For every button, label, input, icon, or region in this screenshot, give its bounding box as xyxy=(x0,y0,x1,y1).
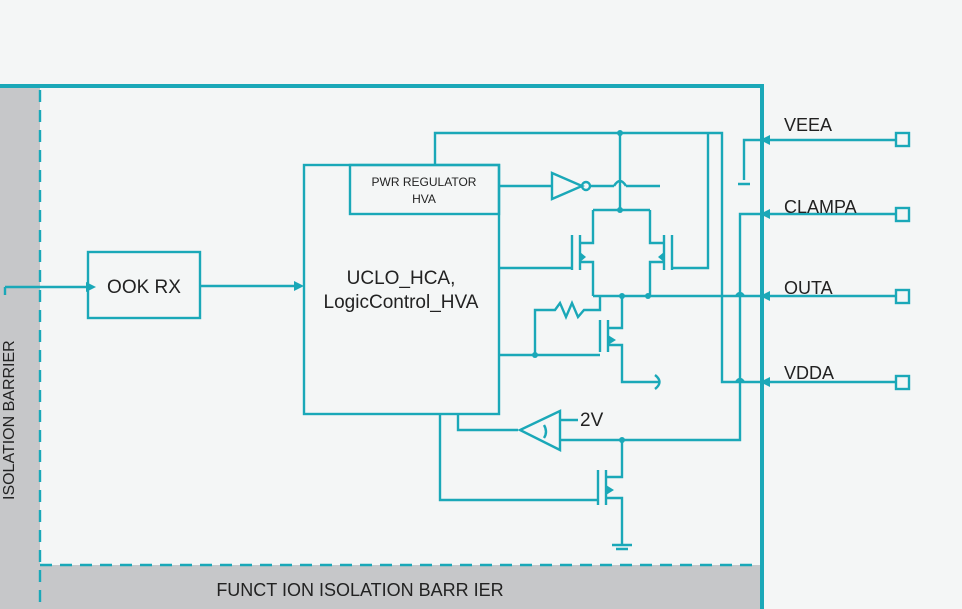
left-isolation-barrier xyxy=(0,88,40,609)
arrow-outa xyxy=(760,291,770,301)
pin-wires xyxy=(760,138,896,384)
pulldown-nmos xyxy=(499,313,660,384)
comparator-inputs xyxy=(560,418,622,442)
bottom-barrier-label: FUNCT ION ISOLATION BARR IER xyxy=(216,580,503,600)
logic-label-2: LogicControl_HVA xyxy=(324,292,479,313)
pin-label-veea: VEEA xyxy=(784,115,832,135)
clamp-nmos-arrow xyxy=(606,485,614,495)
wire-crossovers xyxy=(735,291,745,383)
input-signal xyxy=(3,285,86,295)
comparator-output-wire xyxy=(456,414,518,432)
pwr-regulator-label-2: HVA xyxy=(412,192,436,206)
pin-pad-vdda xyxy=(894,374,911,391)
wire-crossover xyxy=(612,179,628,187)
node-dot xyxy=(617,207,623,213)
pmos-left xyxy=(570,235,595,296)
arrow-vdda xyxy=(760,377,770,387)
arrow-veea xyxy=(760,135,770,145)
node-dot xyxy=(619,293,625,299)
pin-pad-veea xyxy=(894,131,911,148)
comparator-symbol xyxy=(517,409,562,452)
pmos-right-arrow xyxy=(658,252,664,262)
pmos-right xyxy=(648,235,674,296)
ook-rx-label: OOK RX xyxy=(107,277,181,298)
arrow-clampa xyxy=(760,209,770,219)
arrow-to-ook xyxy=(86,282,96,292)
pin-label-clampa: CLAMPA xyxy=(784,197,857,217)
comparator-hysteresis xyxy=(542,424,548,439)
pin-pad-clampa xyxy=(894,206,911,223)
nmos-arrow xyxy=(608,335,616,345)
veea-net xyxy=(738,138,760,186)
chip-boundary xyxy=(0,84,764,609)
pin-label-outa: OUTA xyxy=(784,278,833,298)
pwr-regulator-label-1: PWR REGULATOR xyxy=(372,175,477,189)
pmos-right-gate-wire xyxy=(672,133,710,270)
pin-pad-outa xyxy=(894,288,911,305)
pulldown-resistor xyxy=(533,296,602,355)
vdda-rail xyxy=(433,131,760,384)
ground-symbol-mid xyxy=(654,374,661,390)
clamp-nmos xyxy=(438,414,624,545)
arrow-to-logic xyxy=(294,281,304,291)
pwr-regulator-block xyxy=(348,163,501,216)
logic-label-1: UCLO_HCA, xyxy=(347,268,456,289)
logic-control-block xyxy=(302,163,501,416)
node-dot xyxy=(617,130,623,136)
ground-symbol-bottom xyxy=(612,543,632,551)
node-dot xyxy=(532,352,538,358)
pmos-left-arrow xyxy=(580,252,586,262)
left-barrier-label: ISOLATION BARRIER xyxy=(1,340,18,500)
buffer-symbol xyxy=(550,171,586,201)
bottom-isolation-barrier xyxy=(40,565,760,609)
node-dot xyxy=(645,293,651,299)
pmos-pair-top xyxy=(591,208,652,235)
pin-label-vdda: VDDA xyxy=(784,363,834,383)
comparator-ref-label: 2V xyxy=(580,410,604,431)
node-dot xyxy=(619,437,625,443)
clampa-net xyxy=(622,212,760,442)
